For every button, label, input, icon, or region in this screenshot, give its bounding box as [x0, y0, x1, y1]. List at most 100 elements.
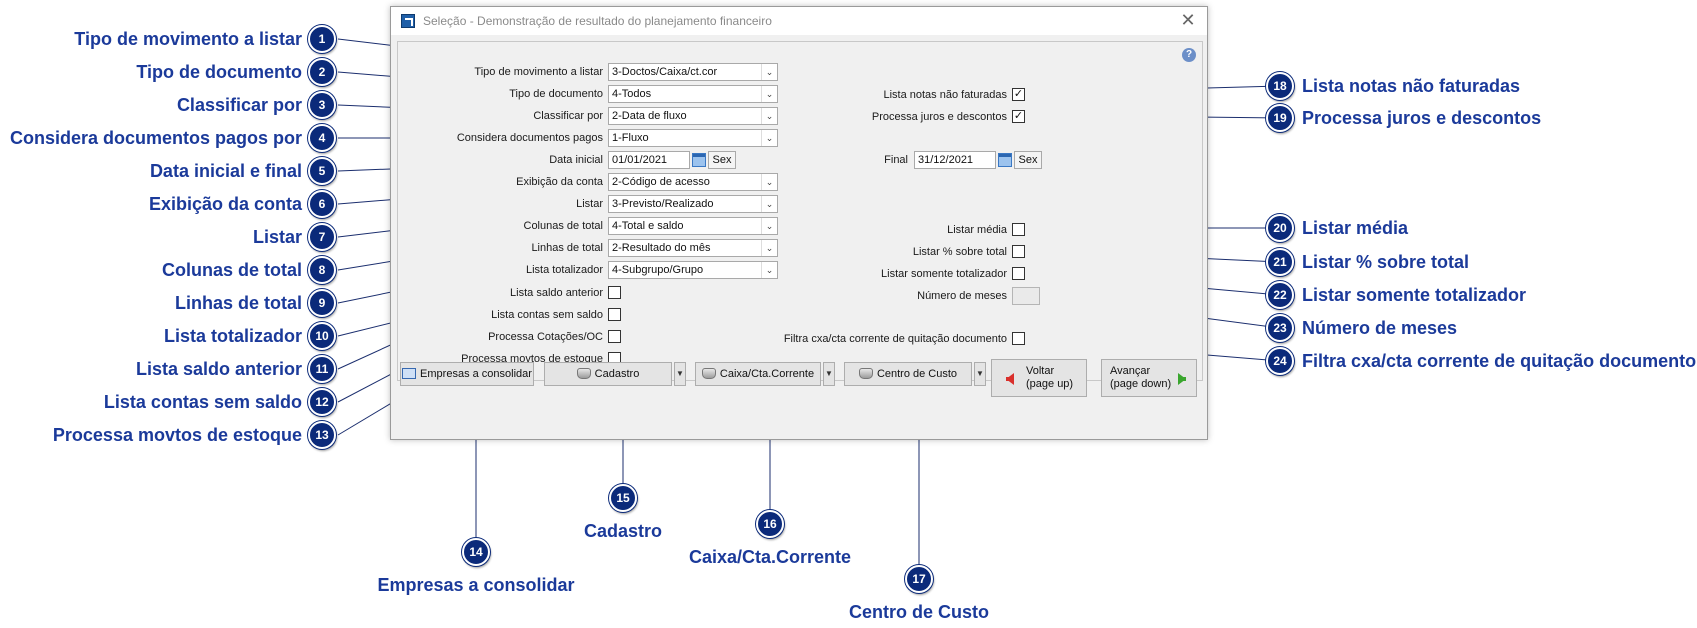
label-numero-meses: Número de meses	[917, 290, 1007, 302]
label-classificar-por: Classificar por	[533, 110, 603, 122]
lista-saldo-anterior-checkbox[interactable]	[608, 286, 621, 299]
callout-badge-8: 8	[308, 256, 336, 284]
callout-badge-3: 3	[308, 91, 336, 119]
database-icon	[858, 368, 873, 379]
linhas-total-select[interactable]: 2-Resultado do mês ⌄	[608, 239, 778, 257]
callout-badge-20: 20	[1266, 214, 1294, 242]
callout-label-8: Colunas de total	[161, 260, 302, 280]
data-inicial-input[interactable]: 01/01/2021	[608, 151, 690, 169]
callout-label-20: Listar média	[1302, 218, 1409, 238]
label-considera-pagos: Considera documentos pagos	[456, 132, 603, 144]
lista-totalizador-select[interactable]: 4-Subgrupo/Grupo ⌄	[608, 261, 778, 279]
listar-media-checkbox[interactable]	[1012, 223, 1025, 236]
callout-label-24: Filtra cxa/cta corrente de quitação docu…	[1302, 351, 1697, 371]
app-icon	[401, 14, 415, 28]
callout-badge-12: 12	[308, 388, 336, 416]
centro-custo-menu-button[interactable]: ▼	[974, 362, 986, 386]
label-data-inicial: Data inicial	[549, 154, 603, 166]
colunas-total-select[interactable]: 4-Total e saldo ⌄	[608, 217, 778, 235]
cadastro-button[interactable]: Cadastro	[544, 362, 672, 386]
label-processa-cotacoes: Processa Cotações/OC	[488, 331, 603, 343]
considera-pagos-select[interactable]: 1-Fluxo ⌄	[608, 129, 778, 147]
dialog-window: Seleção - Demonstração de resultado do p…	[390, 6, 1208, 440]
lista-totalizador-value: 4-Subgrupo/Grupo	[612, 264, 704, 276]
chevron-down-icon: ⌄	[761, 196, 777, 212]
help-icon[interactable]: ?	[1182, 48, 1196, 62]
chevron-down-icon: ⌄	[761, 262, 777, 278]
callout-label-5: Data inicial e final	[149, 161, 302, 181]
callout-badge-2: 2	[308, 58, 336, 86]
caixa-label: Caixa/Cta.Corrente	[719, 368, 815, 380]
empresas-consolidar-button[interactable]: Empresas a consolidar	[400, 362, 534, 386]
database-icon	[576, 368, 591, 379]
callout-badge-9: 9	[308, 289, 336, 317]
label-filtra-cxa: Filtra cxa/cta corrente de quitação docu…	[783, 333, 1007, 345]
listar-pct-checkbox[interactable]	[1012, 245, 1025, 258]
callout-badge-11: 11	[308, 355, 336, 383]
listar-select[interactable]: 3-Previsto/Realizado ⌄	[608, 195, 778, 213]
label-lista-notas-nao-faturadas: Lista notas não faturadas	[883, 89, 1007, 101]
processa-cotacoes-checkbox[interactable]	[608, 330, 621, 343]
cadastro-menu-button[interactable]: ▼	[674, 362, 686, 386]
classificar-por-value: 2-Data de fluxo	[612, 110, 687, 122]
callout-label-19: Processa juros e descontos	[1302, 108, 1542, 128]
label-lista-totalizador: Lista totalizador	[525, 264, 603, 276]
avancar-label: Avançar(page down)	[1110, 365, 1172, 390]
arrow-right-icon	[1178, 373, 1186, 385]
caixa-cta-corrente-button[interactable]: Caixa/Cta.Corrente	[695, 362, 821, 386]
chevron-down-icon: ⌄	[761, 130, 777, 146]
callout-badge-4: 4	[308, 124, 336, 152]
callout-label-16: Caixa/Cta.Corrente	[688, 547, 852, 567]
callout-badge-5: 5	[308, 157, 336, 185]
classificar-por-select[interactable]: 2-Data de fluxo ⌄	[608, 107, 778, 125]
callout-badge-21: 21	[1266, 248, 1294, 276]
callout-badge-23: 23	[1266, 314, 1294, 342]
tipo-documento-select[interactable]: 4-Todos ⌄	[608, 85, 778, 103]
callout-label-15: Cadastro	[583, 521, 663, 541]
chevron-down-icon: ⌄	[761, 174, 777, 190]
processa-juros-checkbox[interactable]: ✓	[1012, 110, 1025, 123]
callout-label-2: Tipo de documento	[136, 62, 302, 82]
linhas-total-value: 2-Resultado do mês	[612, 242, 711, 254]
callout-label-4: Considera documentos pagos por	[9, 128, 302, 148]
calendar-icon[interactable]	[998, 153, 1012, 167]
callout-label-17: Centro de Custo	[848, 602, 989, 622]
exibicao-conta-select[interactable]: 2-Código de acesso ⌄	[608, 173, 778, 191]
callout-label-1: Tipo de movimento a listar	[74, 29, 302, 49]
avancar-button[interactable]: Avançar(page down)	[1101, 359, 1197, 397]
label-tipo-documento: Tipo de documento	[509, 88, 603, 100]
filtra-cxa-checkbox[interactable]	[1012, 332, 1025, 345]
close-icon[interactable]: ✕	[1180, 10, 1196, 30]
voltar-button[interactable]: Voltar(page up)	[991, 359, 1087, 397]
centro-custo-button[interactable]: Centro de Custo	[844, 362, 972, 386]
callout-label-11: Lista saldo anterior	[135, 359, 302, 379]
chevron-down-icon: ⌄	[761, 64, 777, 80]
listar-value: 3-Previsto/Realizado	[612, 198, 714, 210]
colunas-total-value: 4-Total e saldo	[612, 220, 684, 232]
lista-notas-nao-faturadas-checkbox[interactable]: ✓	[1012, 88, 1025, 101]
callout-label-10: Lista totalizador	[163, 326, 302, 346]
callout-label-18: Lista notas não faturadas	[1302, 76, 1521, 96]
considera-pagos-value: 1-Fluxo	[612, 132, 649, 144]
callout-badge-7: 7	[308, 223, 336, 251]
chevron-down-icon: ⌄	[761, 240, 777, 256]
tipo-movimento-select[interactable]: 3-Doctos/Caixa/ct.cor ⌄	[608, 63, 778, 81]
caixa-menu-button[interactable]: ▼	[823, 362, 835, 386]
calendar-icon[interactable]	[692, 153, 706, 167]
centro-custo-label: Centro de Custo	[876, 368, 958, 380]
exibicao-conta-value: 2-Código de acesso	[612, 176, 710, 188]
lista-contas-sem-saldo-checkbox[interactable]	[608, 308, 621, 321]
callout-badge-10: 10	[308, 322, 336, 350]
callout-label-7: Listar	[252, 227, 302, 247]
numero-meses-input[interactable]	[1012, 287, 1040, 305]
data-final-weekday: Sex	[1014, 151, 1042, 169]
voltar-label: Voltar(page up)	[1026, 365, 1074, 390]
callout-badge-24: 24	[1266, 347, 1294, 375]
selection-panel: ? Tipo de movimento a listar 3-Doctos/Ca…	[397, 41, 1203, 381]
callout-badge-14: 14	[462, 538, 490, 566]
listar-somente-totalizador-checkbox[interactable]	[1012, 267, 1025, 280]
callout-label-3: Classificar por	[176, 95, 302, 115]
label-tipo-movimento: Tipo de movimento a listar	[474, 66, 603, 78]
callout-badge-1: 1	[308, 25, 336, 53]
data-final-input[interactable]: 31/12/2021	[914, 151, 996, 169]
